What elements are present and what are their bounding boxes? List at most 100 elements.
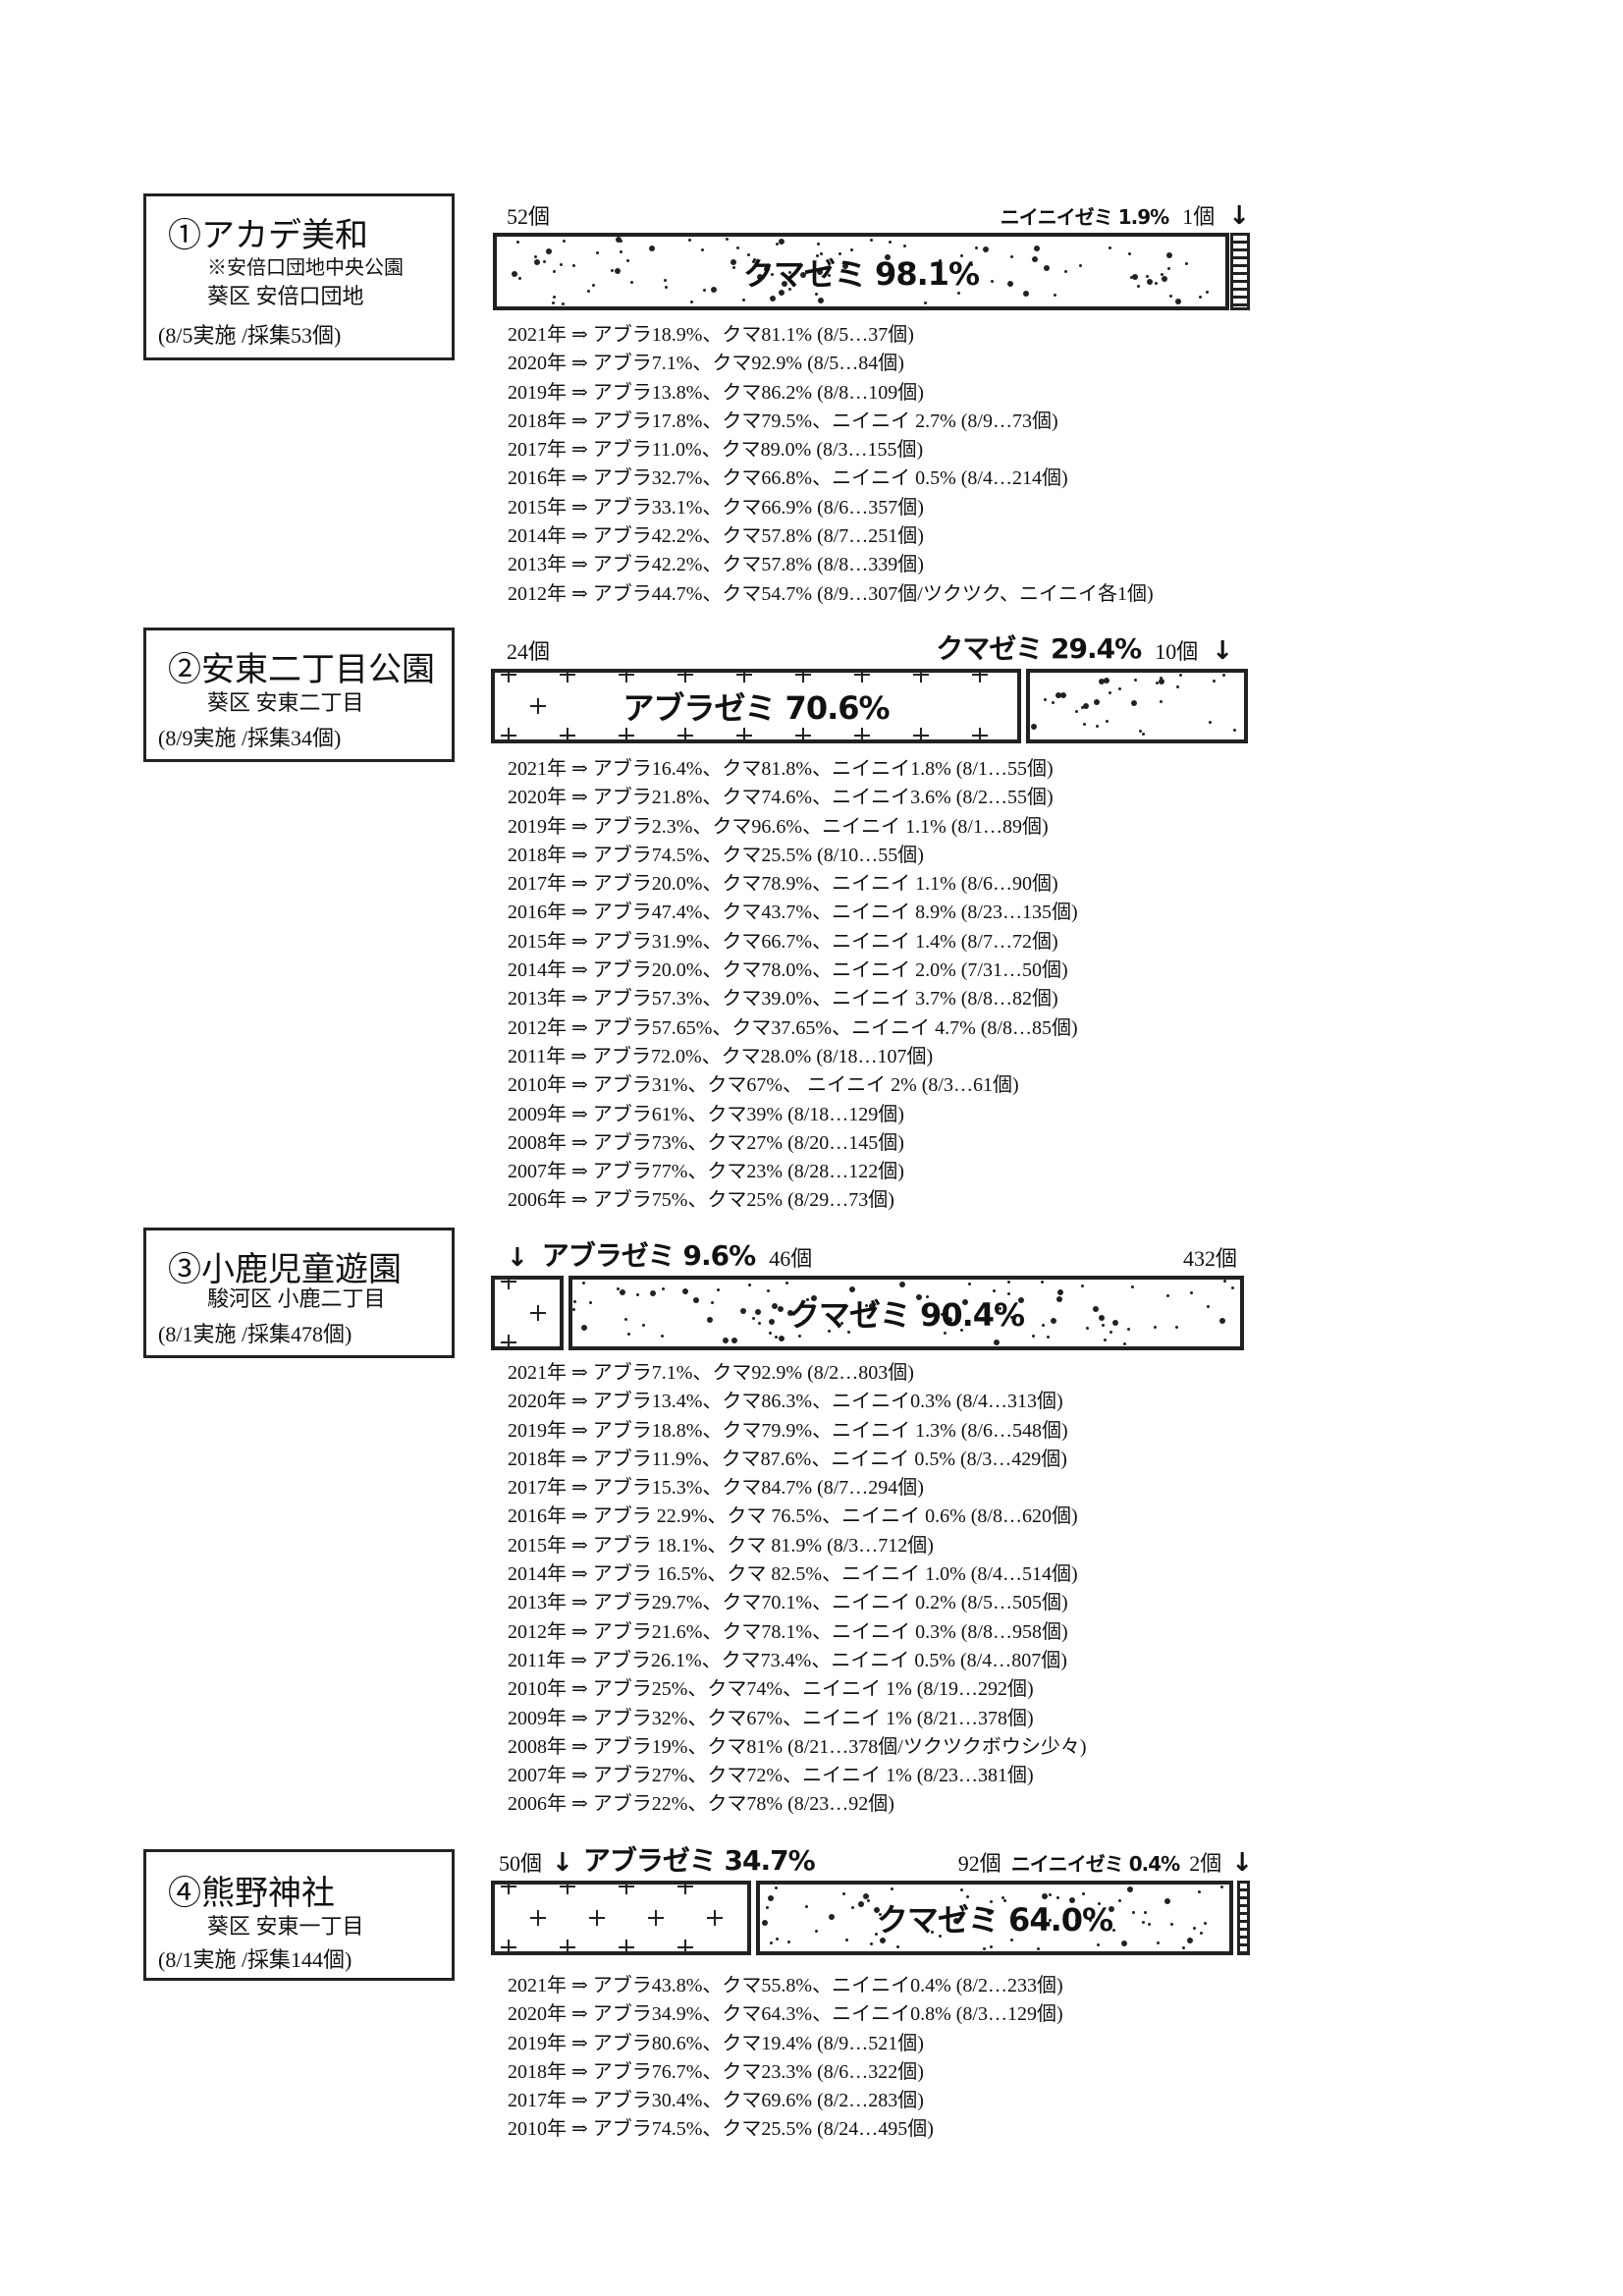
pattern-dot (772, 1302, 779, 1309)
history-item: 2011年 ⇒ アブラ72.0%、クマ28.0% (8/18…107個) (508, 1045, 934, 1067)
pattern-dot (849, 1286, 856, 1293)
pattern-dot (768, 1331, 772, 1335)
pattern-dot (1099, 1314, 1106, 1321)
pattern-plus (972, 673, 988, 683)
pattern-dot (1141, 733, 1145, 737)
pattern-dot (700, 247, 704, 251)
pattern-dot (1036, 1947, 1040, 1951)
niinii-count: 1個 (1182, 204, 1216, 229)
pattern-dot (1161, 273, 1164, 277)
pattern-dot (1031, 255, 1038, 262)
pattern-dot (1174, 1325, 1178, 1329)
kuma-label: クマゼミ 98.1% (742, 254, 980, 293)
pattern-dot (1219, 1317, 1226, 1324)
history-item: 2021年 ⇒ アブラ7.1%、クマ92.9% (8/2…803個) (508, 1362, 914, 1384)
pattern-dot (944, 1331, 947, 1335)
pattern-dot (1046, 1335, 1050, 1339)
pattern-dot (1123, 1341, 1127, 1345)
history-item: 2018年 ⇒ アブラ74.5%、クマ25.5% (8/10…55個) (508, 844, 924, 866)
pattern-dot (516, 241, 520, 245)
arrow-down-icon: ↓ (552, 1848, 573, 1878)
abura-bar (491, 1276, 564, 1350)
pattern-dot (781, 280, 787, 287)
abura-label: アブラゼミ 9.6% (541, 1239, 756, 1272)
pattern-dot (1144, 1911, 1148, 1915)
pattern-dot (817, 268, 824, 275)
pattern-dot (967, 1282, 971, 1285)
pattern-dot (779, 289, 785, 296)
history-item: 2008年 ⇒ アブラ19%、クマ81% (8/21…378個/ツクツクボウシ少… (508, 1735, 1087, 1758)
pattern-dot (1127, 1327, 1131, 1331)
pattern-dot (1206, 291, 1210, 295)
bar-header-2: 24個 クマゼミ 29.4% 10個 ↓ (507, 627, 1233, 666)
pattern-dot (1083, 702, 1090, 709)
pattern-dot (1160, 700, 1163, 704)
pattern-dot (766, 1289, 770, 1293)
pattern-dot (553, 295, 557, 299)
pattern-dot (1009, 1938, 1013, 1941)
pattern-dot (682, 1288, 689, 1295)
pattern-dot (805, 1298, 809, 1302)
pattern-dot (925, 1295, 929, 1299)
pattern-dot (798, 1335, 802, 1339)
pattern-dot (1108, 1905, 1114, 1912)
site-card-4: ④熊野神社 葵区 安東一丁目 (8/1実施 /採集144個) (143, 1849, 455, 1981)
pattern-dot (731, 1337, 738, 1343)
pattern-dot (1186, 1938, 1193, 1944)
niinii-bar (1237, 1881, 1250, 1955)
pattern-dot (960, 1888, 964, 1892)
pattern-dot (841, 262, 848, 269)
history-item: 2019年 ⇒ アブラ2.3%、クマ96.6%、ニイニイ 1.1% (8/1…8… (508, 815, 1049, 838)
pattern-dot (1131, 700, 1138, 707)
history-item: 2014年 ⇒ アブラ 16.5%、クマ 82.5%、ニイニイ 1.0% (8/… (508, 1563, 1078, 1586)
pattern-dot (1092, 1305, 1099, 1312)
history-item: 2015年 ⇒ アブラ31.9%、クマ66.7%、ニイニイ 1.4% (8/7…… (508, 930, 1058, 953)
pattern-dot (1007, 1280, 1011, 1284)
abura-label: アブラゼミ 70.6% (622, 689, 890, 727)
pattern-dot (1052, 701, 1055, 705)
history-list-2: 2021年 ⇒ アブラ16.4%、クマ81.8%、ニイニイ1.8% (8/1…5… (508, 755, 1078, 1216)
pattern-dot (878, 1912, 882, 1916)
history-item: 2020年 ⇒ アブラ21.8%、クマ74.6%、ニイニイ3.6% (8/2…5… (508, 787, 1054, 809)
pattern-dot (866, 1314, 870, 1318)
pattern-dot (1081, 1285, 1085, 1288)
pattern-dot (592, 284, 596, 288)
pattern-dot (1147, 1923, 1151, 1927)
pattern-dot (778, 1336, 784, 1342)
pattern-dot (619, 249, 622, 253)
pattern-dot (1160, 677, 1163, 681)
pattern-dot (1118, 686, 1122, 690)
pattern-dot (1055, 692, 1061, 699)
pattern-dot (1168, 294, 1172, 298)
pattern-dot (1204, 1921, 1208, 1925)
pattern-dot (641, 1323, 645, 1327)
pattern-dot (1085, 1326, 1089, 1330)
pattern-plus (677, 728, 693, 739)
pattern-dot (1103, 1339, 1107, 1342)
pattern-plus (560, 673, 575, 683)
pattern-dot (827, 1330, 831, 1334)
pattern-dot (817, 298, 824, 304)
pattern-dot (961, 273, 965, 277)
pattern-dot (817, 242, 821, 246)
pattern-dot (815, 293, 819, 296)
pattern-dot (1220, 1886, 1224, 1888)
abura-count: 52個 (507, 204, 551, 229)
pattern-plus (501, 1940, 516, 1951)
site-title: ①アカデ美和 (168, 218, 368, 254)
site-title: ②安東二丁目公園 (168, 652, 435, 688)
pattern-plus (501, 1280, 516, 1289)
history-item: 2016年 ⇒ アブラ47.4%、クマ43.7%、ニイニイ 8.9% (8/23… (508, 902, 1078, 924)
pattern-dot (820, 251, 824, 255)
pattern-dot (533, 258, 540, 265)
pattern-dot (916, 1293, 923, 1300)
site-info: (8/9実施 /採集34個) (158, 726, 342, 750)
pattern-dot (1159, 679, 1165, 685)
pattern-dot (711, 1301, 715, 1305)
pattern-dot (1056, 1296, 1063, 1303)
pattern-plus (501, 1885, 516, 1894)
pattern-dot (899, 1281, 906, 1287)
bar-header-1: 52個 ニイニイゼミ 1.9% 1個 ↓ (507, 191, 1250, 231)
pattern-dot (776, 1938, 780, 1941)
pattern-dot (595, 251, 599, 255)
